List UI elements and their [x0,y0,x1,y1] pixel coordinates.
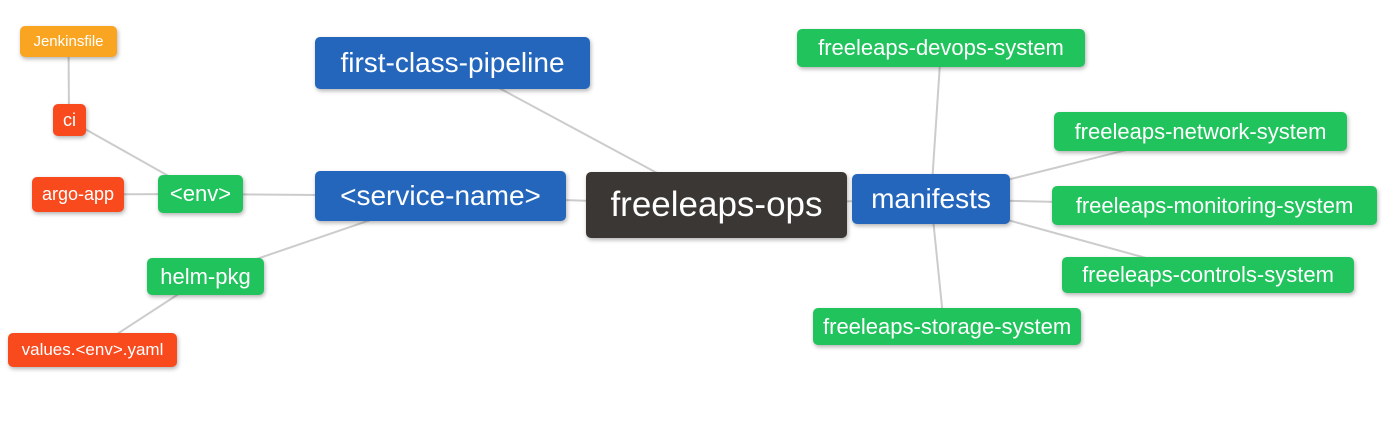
node-values-env-yaml[interactable]: values.<env>.yaml [8,333,177,367]
node-label: freeleaps-storage-system [823,313,1072,339]
node-label: <env> [169,181,232,206]
node-freeleaps-monitoring-system[interactable]: freeleaps-monitoring-system [1052,186,1377,225]
node-label: <service-name> [340,180,541,211]
node-label: freeleaps-network-system [1074,118,1327,144]
node-freeleaps-storage-system[interactable]: freeleaps-storage-system [813,308,1082,345]
node-label: argo-app [42,184,115,204]
edge-manifests--freeleaps-devops-system [930,47,942,200]
node-label: manifests [871,183,991,214]
node-ci[interactable]: ci [53,104,86,136]
node-freeleaps-devops-system[interactable]: freeleaps-devops-system [797,29,1085,67]
node-freeleaps-controls-system[interactable]: freeleaps-controls-system [1062,257,1354,293]
node-label: freeleaps-controls-system [1082,262,1334,287]
node-argo-app[interactable]: argo-app [32,177,125,212]
node-env[interactable]: <env> [158,175,243,213]
node-service-name[interactable]: <service-name> [315,171,566,221]
node-freeleaps-network-system[interactable]: freeleaps-network-system [1054,112,1347,151]
node-label: Jenkinsfile [33,33,104,50]
node-first-class-pipeline[interactable]: first-class-pipeline [315,37,590,89]
node-helm-pkg[interactable]: helm-pkg [147,258,264,295]
node-label: freeleaps-monitoring-system [1075,192,1354,218]
node-label: helm-pkg [160,263,251,289]
node-label: values.<env>.yaml [21,340,164,359]
node-freeleaps-ops[interactable]: freeleaps-ops [586,172,847,238]
node-label: freeleaps-devops-system [818,35,1064,60]
node-jenkinsfile[interactable]: Jenkinsfile [20,26,117,57]
node-label: first-class-pipeline [340,47,565,78]
node-manifests[interactable]: manifests [852,174,1010,224]
node-label: ci [63,109,76,130]
node-label: freeleaps-ops [610,185,823,224]
